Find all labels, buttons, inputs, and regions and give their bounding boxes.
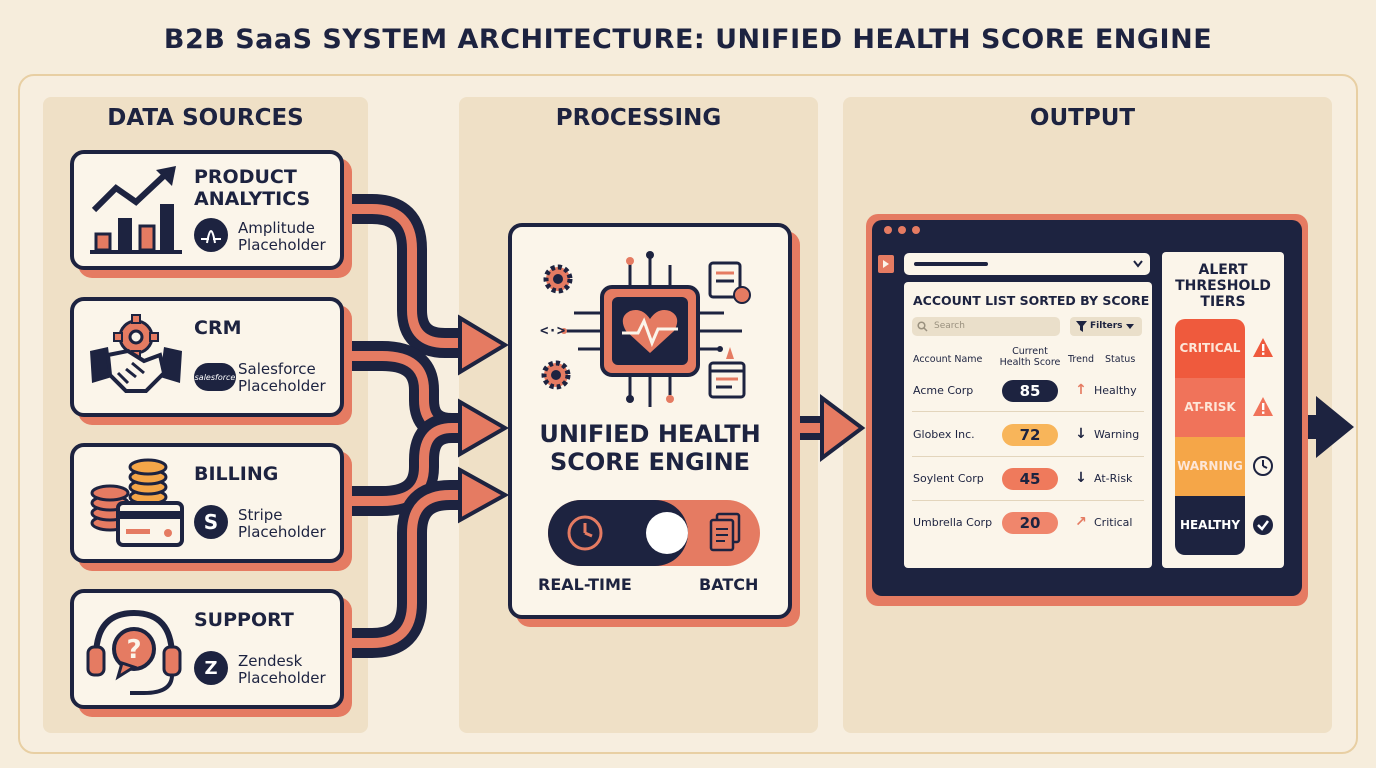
account-name: Globex Inc.	[913, 428, 975, 441]
source-title: PRODUCT ANALYTICS	[194, 166, 311, 210]
source-provider: Amplitude Placeholder	[238, 219, 326, 254]
source-provider: Salesforce Placeholder	[238, 360, 326, 395]
search-icon	[917, 321, 928, 332]
alert-tiers-title: ALERT THRESHOLD TIERS	[1175, 262, 1271, 310]
clock-icon	[567, 515, 603, 551]
status-label: Warning	[1094, 428, 1140, 441]
data-sources-heading: DATA SOURCES	[107, 105, 304, 131]
health-score-pill: 85	[1002, 380, 1058, 402]
account-name: Acme Corp	[913, 384, 974, 397]
window-dot[interactable]	[898, 226, 906, 234]
source-card-product-analytics: PRODUCT ANALYTICS Amplitude Placeholder	[70, 150, 344, 270]
health-score-pill: 45	[1002, 468, 1058, 490]
window-dot[interactable]	[884, 226, 892, 234]
amplitude-logo-icon	[194, 218, 228, 252]
account-list-title: ACCOUNT LIST SORTED BY SCORE	[913, 293, 1150, 308]
coins-card-icon	[90, 458, 184, 547]
header-trend: Trend	[1068, 354, 1094, 365]
filters-button[interactable]: Filters	[1070, 317, 1142, 336]
health-score-pill: 20	[1002, 512, 1058, 534]
mode-label-realtime: REAL-TIME	[538, 575, 632, 594]
account-name: Umbrella Corp	[913, 516, 993, 529]
svg-text:<·>: <·>	[540, 323, 565, 339]
engine-to-output-arrow	[794, 394, 866, 462]
page-title: B2B SaaS SYSTEM ARCHITECTURE: UNIFIED HE…	[163, 24, 1213, 55]
documents-icon	[709, 512, 741, 552]
tier-healthy: HEALTHY	[1175, 496, 1245, 555]
tier-critical: CRITICAL	[1175, 319, 1245, 378]
account-name: Soylent Corp	[913, 472, 984, 485]
trend-down-icon: ↓	[1075, 426, 1087, 442]
window-dot[interactable]	[912, 226, 920, 234]
source-card-billing: BILLING S Stripe Placeholder	[70, 443, 344, 563]
source-to-engine-arrows	[345, 194, 462, 658]
row-divider	[912, 500, 1144, 501]
sidebar-toggle-icon[interactable]	[878, 255, 894, 273]
source-provider: Stripe Placeholder	[238, 506, 326, 541]
svg-text:?: ?	[126, 635, 141, 665]
heart-chip-icon: <·>	[540, 251, 751, 407]
address-text-placeholder	[914, 262, 988, 266]
trend-up-icon: ↑	[1075, 382, 1087, 398]
header-account-name: Account Name	[913, 354, 983, 365]
search-input[interactable]: Search	[912, 317, 1060, 336]
arrowhead-1	[458, 314, 509, 376]
chevron-down-icon	[1126, 324, 1134, 329]
trend-down-icon: ↓	[1075, 470, 1087, 486]
realtime-batch-toggle[interactable]	[548, 500, 760, 566]
clock-icon	[1253, 456, 1273, 476]
warning-triangle-icon	[1253, 397, 1273, 416]
bar-chart-growth-icon	[90, 166, 182, 254]
handshake-gear-icon	[90, 314, 182, 393]
output-arrow	[1300, 396, 1354, 458]
headset-question-icon: ?	[86, 609, 182, 695]
row-divider	[912, 411, 1144, 412]
output-heading: OUTPUT	[1029, 105, 1136, 131]
source-card-support: ? SUPPORT Z Zendesk Placeholder	[70, 589, 344, 709]
status-label: Critical	[1094, 516, 1133, 529]
source-card-crm: CRM salesforce Salesforce Placeholder	[70, 297, 344, 417]
tier-at-risk: AT-RISK	[1175, 378, 1245, 437]
filter-icon	[1076, 321, 1087, 332]
source-provider: Zendesk Placeholder	[238, 652, 326, 687]
source-title: BILLING	[194, 463, 279, 485]
salesforce-logo-icon: salesforce	[194, 363, 236, 391]
chevron-down-icon[interactable]	[1132, 259, 1144, 269]
health-score-pill: 72	[1002, 424, 1058, 446]
health-score-engine: <·> UNIFIED HEALTH SCORE ENGINE REAL-T	[508, 223, 792, 619]
arrowhead-2	[458, 398, 509, 458]
stripe-logo-icon: S	[194, 505, 228, 539]
status-label: Healthy	[1094, 384, 1137, 397]
toggle-knob[interactable]	[646, 512, 688, 554]
status-label: At-Risk	[1094, 472, 1133, 485]
engine-title: UNIFIED HEALTH SCORE ENGINE	[539, 420, 761, 476]
header-status: Status	[1105, 354, 1136, 365]
zendesk-logo-icon: Z	[194, 651, 228, 685]
arrowhead-3	[458, 466, 510, 524]
source-title: CRM	[194, 317, 242, 339]
check-circle-icon	[1253, 515, 1273, 535]
mode-label-batch: BATCH	[699, 575, 759, 594]
processing-heading: PROCESSING	[555, 105, 722, 131]
tier-warning: WARNING	[1175, 437, 1245, 496]
warning-triangle-icon	[1253, 338, 1273, 357]
header-health-score: Current Health Score	[999, 346, 1061, 368]
row-divider	[912, 456, 1144, 457]
address-bar[interactable]	[904, 253, 1150, 275]
source-title: SUPPORT	[194, 609, 294, 631]
trend-up-right-icon: ↗	[1075, 514, 1087, 530]
